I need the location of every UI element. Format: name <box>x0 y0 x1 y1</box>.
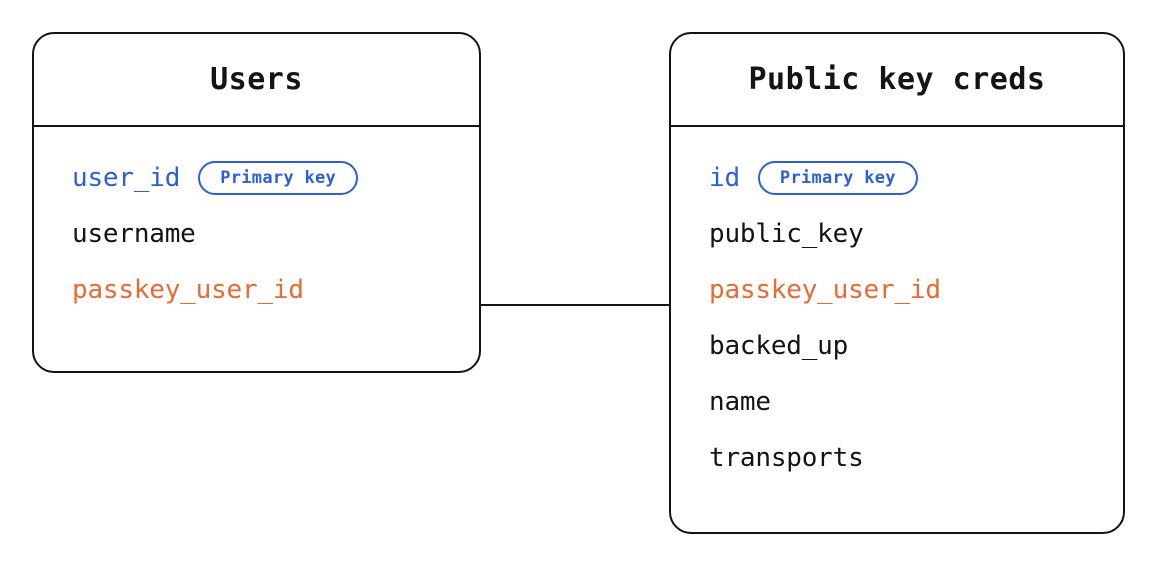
field-name-name: name <box>709 387 771 417</box>
relationship-connector-users-public-key-creds <box>481 304 669 306</box>
primary-key-badge: Primary key <box>198 161 359 195</box>
entity-users-title: Users <box>210 62 303 97</box>
field-row-public-key[interactable]: public_key <box>671 206 1123 262</box>
entity-public-key-creds-title: Public key creds <box>748 62 1046 97</box>
field-name-user-id: user_id <box>72 163 181 193</box>
field-name-passkey-user-id: passkey_user_id <box>709 275 941 305</box>
field-row-name[interactable]: name <box>671 374 1123 430</box>
field-name-backed-up: backed_up <box>709 331 849 361</box>
field-name-transports: transports <box>709 443 864 473</box>
field-name-id: id <box>709 163 740 193</box>
primary-key-badge-label: Primary key <box>779 168 896 188</box>
entity-users-fields: user_id Primary key username passkey_use… <box>34 127 479 371</box>
field-row-backed-up[interactable]: backed_up <box>671 318 1123 374</box>
field-row-transports[interactable]: transports <box>671 430 1123 486</box>
field-row-id[interactable]: id Primary key <box>671 150 1123 206</box>
entity-public-key-creds-header: Public key creds <box>671 34 1123 127</box>
field-name-passkey-user-id: passkey_user_id <box>72 275 304 305</box>
field-row-passkey-user-id[interactable]: passkey_user_id <box>671 262 1123 318</box>
field-name-public-key: public_key <box>709 219 864 249</box>
field-row-user-id[interactable]: user_id Primary key <box>34 150 479 206</box>
entity-public-key-creds[interactable]: Public key creds id Primary key public_k… <box>669 32 1125 534</box>
field-name-username: username <box>72 219 196 249</box>
field-row-passkey-user-id[interactable]: passkey_user_id <box>34 262 479 318</box>
primary-key-badge-label: Primary key <box>220 168 337 188</box>
primary-key-badge: Primary key <box>757 161 918 195</box>
entity-users[interactable]: Users user_id Primary key username passk… <box>32 32 481 373</box>
field-row-username[interactable]: username <box>34 206 479 262</box>
entity-public-key-creds-fields: id Primary key public_key passkey_user_i… <box>671 127 1123 532</box>
entity-users-header: Users <box>34 34 479 127</box>
